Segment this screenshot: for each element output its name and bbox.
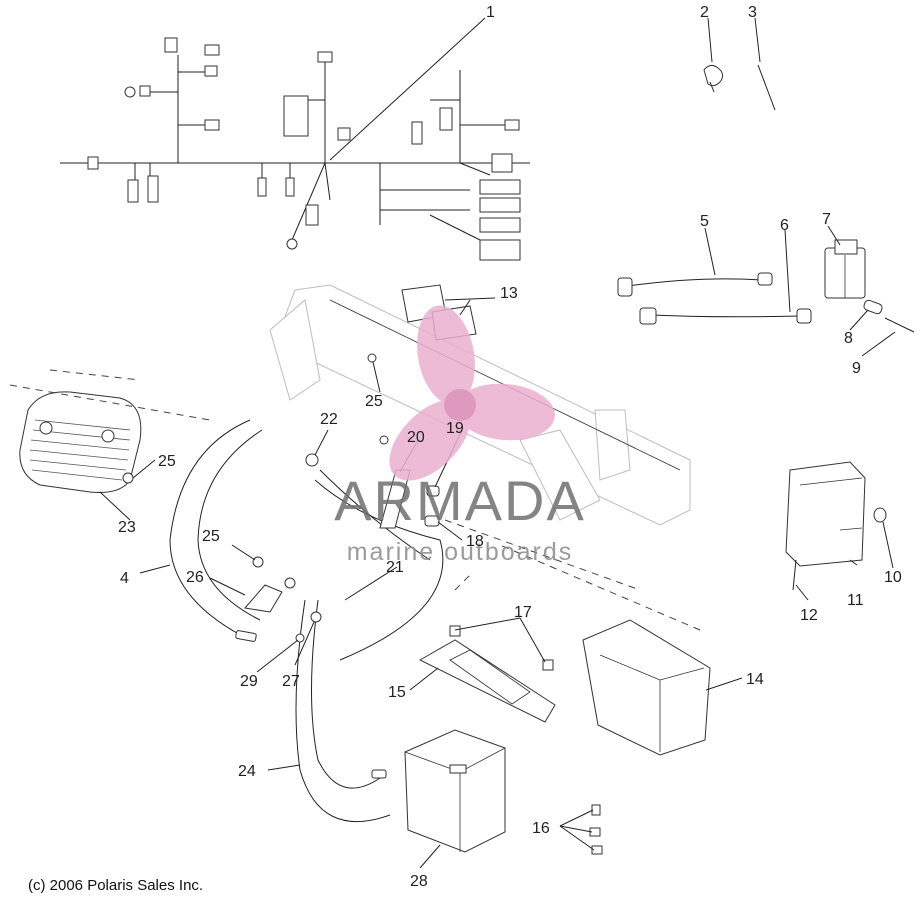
part-16-fasteners [589,804,603,855]
callout-29: 29 [240,673,258,690]
part-22-grommet [305,453,319,467]
callout-7: 7 [822,211,831,228]
callout-22: 22 [320,411,338,428]
callout-28: 28 [410,873,428,890]
callout-19: 19 [446,420,464,437]
callout-25: 25 [202,528,220,545]
part-24-cable [295,599,391,823]
callout-12: 12 [800,607,818,624]
callout-25: 25 [158,453,176,470]
part-19-connector [426,485,440,497]
leader-lines [99,17,896,869]
part-12-bolt [792,559,797,591]
part-6-cable [639,307,812,325]
part-9-screw [884,317,915,333]
part-2-clamp [703,64,724,93]
part-11-cdi-box [785,461,866,567]
guide-lines [9,369,701,631]
callout-21: 21 [386,559,404,576]
callout-14: 14 [746,671,764,688]
part-5-cable [617,272,773,297]
callout-5: 5 [700,213,709,230]
callout-18: 18 [466,533,484,550]
part-17-bolts [449,625,554,671]
callout-2: 2 [700,4,709,21]
part-3-rod [757,64,776,111]
part-28-battery [404,729,506,853]
callout-1: 1 [486,4,495,21]
callout-27: 27 [282,673,300,690]
callout-8: 8 [844,330,853,347]
part-14-battery-box [582,619,711,756]
callout-13: 13 [500,285,518,302]
part-26-terminal [244,577,296,613]
callout-4: 4 [120,570,129,587]
watermark: ARMADA marine outboards [334,305,586,566]
part-8-spacer [863,299,883,315]
callout-15: 15 [388,684,406,701]
callout-10: 10 [884,569,902,586]
part-10-nut [873,507,887,523]
callout-labels: 1 2 3 4 5 6 7 8 9 10 11 12 13 14 15 16 1… [118,4,902,890]
part-7-relay [824,239,866,299]
callout-6: 6 [780,217,789,234]
callout-26: 26 [186,569,204,586]
part-21-cable [314,469,444,661]
copyright-text: (c) 2006 Polaris Sales Inc. [28,877,203,893]
part-27-nut [310,611,322,623]
part-4-harness [169,419,263,642]
callout-24: 24 [238,763,256,780]
callout-16: 16 [532,820,550,837]
part-25-screws [122,353,389,568]
callout-23: 23 [118,519,136,536]
callout-17: 17 [514,604,532,621]
callout-3: 3 [748,4,757,21]
callout-9: 9 [852,360,861,377]
callout-11: 11 [847,592,864,609]
part-15-bracket [418,639,556,723]
part-18-connector [424,515,440,527]
watermark-brand: ARMADA [334,469,586,532]
propeller-icon [389,305,555,481]
watermark-tagline: marine outboards [347,538,574,566]
callout-25: 25 [365,393,383,410]
wiring-harness [60,37,530,261]
callout-20: 20 [407,429,425,446]
